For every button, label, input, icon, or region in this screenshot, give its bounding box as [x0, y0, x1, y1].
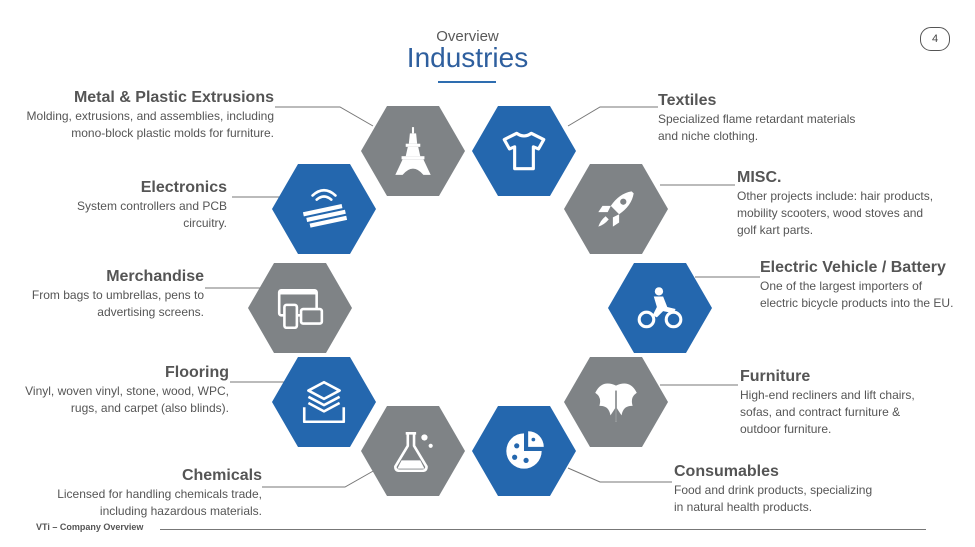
- rocket-icon: [598, 191, 634, 227]
- leaf-icon: [595, 383, 637, 422]
- footer-text: VTi – Company Overview: [36, 522, 144, 532]
- label-merchandise: Merchandise From bags to umbrellas, pens…: [31, 268, 204, 319]
- footer-rule: [160, 529, 926, 530]
- hex-flooring: [272, 357, 376, 447]
- label-flooring: Flooring Vinyl, woven vinyl, stone, wood…: [25, 364, 229, 415]
- label-chemicals: Chemicals Licensed for handling chemical…: [57, 467, 262, 518]
- hex-chemicals: [361, 406, 465, 496]
- page-number-badge: 4: [920, 27, 950, 51]
- layers-icon: [302, 380, 346, 424]
- eiffel-tower-icon: [395, 127, 431, 175]
- devices-icon: [277, 289, 324, 330]
- page-title: Industries: [406, 42, 529, 73]
- page-subtitle: Overview: [436, 28, 499, 45]
- label-furniture: Furniture High-end recliners and lift ch…: [740, 368, 915, 436]
- label-misc: MISC. Other projects include: hair produ…: [737, 169, 934, 237]
- title-underline: [438, 81, 496, 83]
- motorbike-icon: [637, 287, 683, 329]
- pizza-icon: [506, 431, 544, 469]
- hex-electronics: [272, 164, 376, 254]
- wireless-keyboard-icon: [302, 188, 348, 228]
- hex-metal-plastic: [361, 106, 465, 196]
- hex-merchandise: [248, 263, 352, 353]
- label-electronics: Electronics System controllers and PCB c…: [76, 179, 227, 230]
- tshirt-icon: [502, 131, 546, 171]
- label-textiles: Textiles Specialized flame retardant mat…: [658, 92, 856, 143]
- label-electric-vehicle: Electric Vehicle / Battery One of the la…: [760, 259, 954, 310]
- label-consumables: Consumables Food and drink products, spe…: [674, 463, 873, 514]
- label-metal-plastic: Metal & Plastic Extrusions Molding, extr…: [26, 89, 274, 140]
- flask-icon: [394, 432, 433, 473]
